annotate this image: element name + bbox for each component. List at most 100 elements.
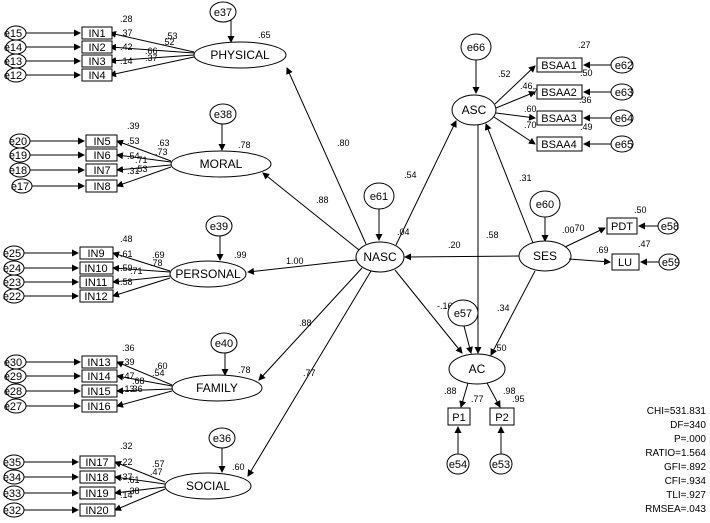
in19-label: IN19	[85, 488, 108, 500]
e33-label: e33	[3, 488, 21, 500]
coef: -.16	[437, 301, 453, 311]
e25-label: e25	[3, 248, 21, 260]
fit-ratio: RATIO=1.564	[645, 448, 706, 459]
coef: .52	[498, 69, 511, 79]
physical-block: e37 PHYSICAL .65 IN1 IN2 IN3 IN4 .28 .37…	[4, 1, 287, 83]
in8-box	[85, 179, 118, 193]
coef: .54	[152, 368, 165, 378]
e38-label: e38	[214, 109, 232, 121]
fit-gfi: GFI=.892	[664, 462, 706, 473]
coef: .68	[132, 376, 145, 386]
coef: .98	[503, 386, 516, 396]
coef: .54	[404, 170, 417, 180]
in7-box	[85, 163, 118, 177]
personal-ellipse	[169, 260, 247, 288]
e27-label: e27	[4, 401, 22, 413]
e54-label: e54	[449, 459, 467, 471]
e53-label: e53	[492, 459, 510, 471]
coef: .47	[122, 371, 135, 381]
e34-circle	[3, 469, 25, 485]
bsaa1-box	[536, 57, 583, 73]
e12-circle	[5, 67, 27, 83]
coef: .37	[120, 28, 133, 38]
personal-label: PERSONAL	[175, 267, 241, 281]
coef: .69	[596, 245, 609, 255]
coef: .61	[127, 475, 140, 485]
e37-label: e37	[214, 7, 232, 19]
e40-circle	[210, 332, 238, 354]
coef: .73	[155, 147, 168, 157]
lu-box	[611, 253, 640, 271]
in1-box	[81, 26, 113, 40]
e28-circle	[5, 383, 27, 399]
in9-label: IN9	[87, 248, 104, 260]
coef: .46	[520, 81, 533, 91]
in11-box	[79, 275, 114, 289]
coef: .31	[519, 173, 532, 183]
nasc-ellipse	[355, 241, 405, 273]
coef: .32	[120, 441, 133, 451]
coef: .77	[471, 394, 484, 404]
ses-label: SES	[533, 249, 557, 263]
coef: .39	[127, 121, 140, 131]
e64-label: e64	[615, 113, 633, 125]
coef: .50	[580, 68, 593, 78]
in6-label: IN6	[93, 150, 110, 162]
coef: .50	[634, 205, 647, 215]
p2-label: P2	[495, 412, 508, 424]
coef: 1.00	[286, 256, 304, 266]
in14-box	[81, 369, 118, 383]
coef: .88	[444, 386, 457, 396]
coef: .78	[150, 258, 163, 268]
moral-label: MORAL	[200, 157, 243, 171]
coef: .36	[130, 384, 143, 394]
bsaa3-label: BSAA3	[541, 113, 576, 125]
family-label: FAMILY	[196, 381, 238, 395]
e13-label: e13	[4, 56, 22, 68]
physical-label: PHYSICAL	[210, 48, 270, 62]
e30-label: e30	[4, 357, 22, 369]
in19-box	[79, 486, 116, 500]
coef: .54	[127, 151, 140, 161]
coef: .27	[578, 40, 591, 50]
in16-label: IN16	[87, 401, 110, 413]
coef: .39	[122, 357, 135, 367]
coef: .20	[448, 240, 461, 250]
e39-circle	[205, 215, 233, 237]
coef: .49	[580, 122, 593, 132]
coef: .80	[337, 138, 350, 148]
e35-label: e35	[3, 457, 21, 469]
in15-box	[81, 384, 118, 398]
fit-p: P=.000	[674, 434, 706, 445]
moral-r2: .78	[238, 140, 251, 150]
p1-box	[447, 407, 471, 426]
coef: .70	[524, 120, 537, 130]
e54-circle	[446, 453, 470, 475]
fit-chi: CHI=531.831	[647, 406, 707, 417]
coef: .14	[120, 490, 133, 500]
coef: .71	[135, 155, 148, 165]
in10-label: IN10	[84, 263, 107, 275]
e38-circle	[209, 103, 237, 125]
e32-label: e32	[3, 505, 21, 517]
fit-df: DF=340	[670, 420, 706, 431]
in13-label: IN13	[87, 357, 110, 369]
coef: .31	[127, 166, 140, 176]
e17-circle	[11, 178, 33, 194]
coef: .77	[303, 368, 316, 378]
nasc-block: e61 .04 NASC .80 .88 1.00 .88 .77 .54 -.…	[247, 67, 463, 477]
in18-label: IN18	[85, 472, 108, 484]
bsaa1-label: BSAA1	[541, 60, 576, 72]
social-block: e36 SOCIAL .60 IN17 IN18 IN19 IN20 .32 .…	[3, 427, 252, 518]
personal-block: e39 PERSONAL .99 IN9 IN10 IN11 IN12 .48 …	[3, 215, 247, 304]
e60-label: e60	[536, 199, 554, 211]
in7-label: IN7	[93, 165, 110, 177]
e53-circle	[489, 453, 513, 475]
e18-label: e18	[9, 165, 27, 177]
in17-label: IN17	[85, 457, 108, 469]
e35-circle	[3, 454, 25, 470]
social-r2: .60	[232, 462, 245, 472]
in3-label: IN3	[88, 56, 105, 68]
coef: .00	[562, 225, 575, 235]
